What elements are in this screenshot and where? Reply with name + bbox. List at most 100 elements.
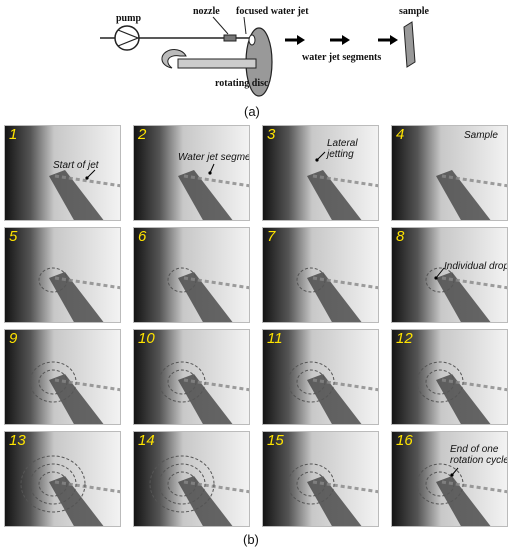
frame-annotation: Lateral jetting <box>327 138 358 160</box>
frame-number: 2 <box>138 126 147 143</box>
annotation-arrow-icon <box>316 151 326 161</box>
pump-label: pump <box>116 13 141 24</box>
splash-ring <box>416 463 464 505</box>
frame-image <box>5 432 120 526</box>
sample-icon <box>403 21 416 68</box>
frame-annotation: Individual drop <box>444 261 508 272</box>
focused-jet-pointer <box>243 16 247 35</box>
frame-image <box>5 228 120 322</box>
frame-number: 11 <box>267 330 283 347</box>
video-frame: 4 Sample <box>391 125 508 221</box>
splash-ring <box>287 463 335 505</box>
frame-image <box>392 330 507 424</box>
splash-ring <box>416 361 464 403</box>
video-frame: 11 <box>262 329 379 425</box>
splash-ring <box>425 267 455 293</box>
splash-ring <box>158 361 206 403</box>
frame-image <box>392 126 507 220</box>
splash-ring <box>296 369 326 395</box>
frame-annotation: Water jet segment <box>178 152 250 163</box>
frame-number: 6 <box>138 228 147 245</box>
frame-image <box>263 330 378 424</box>
axle-icon <box>177 58 257 69</box>
frame-image <box>134 330 249 424</box>
frame-annotation: Start of jet <box>53 160 99 171</box>
frame-annotation: Sample <box>464 130 498 141</box>
splash-ring <box>158 463 206 505</box>
video-frame: 15 <box>262 431 379 527</box>
frame-number: 7 <box>267 228 276 245</box>
frame-image <box>263 126 378 220</box>
caption-a: (a) <box>244 104 260 119</box>
annotation-arrow-icon <box>86 169 96 179</box>
frame-number: 4 <box>396 126 405 143</box>
frame-image <box>5 126 120 220</box>
frame-image <box>263 228 378 322</box>
sample-label: sample <box>399 6 430 17</box>
frame-number: 13 <box>9 432 26 449</box>
frame-image <box>392 228 507 322</box>
splash-ring <box>287 361 335 403</box>
arrow-icon <box>297 35 305 45</box>
splash-ring <box>20 455 86 513</box>
frame-number: 14 <box>138 432 155 449</box>
frame-image <box>134 126 249 220</box>
arrow-icon <box>342 35 350 45</box>
video-frame: 9 <box>4 329 121 425</box>
frame-image <box>5 330 120 424</box>
pump-rotor-icon <box>117 29 140 47</box>
frame-number: 10 <box>138 330 155 347</box>
frame-number: 1 <box>9 126 18 143</box>
rotating-disc-label: rotating disc <box>215 78 269 89</box>
frame-number: 3 <box>267 126 276 143</box>
splash-ring <box>425 369 455 395</box>
frame-number: 5 <box>9 228 18 245</box>
frame-image <box>134 228 249 322</box>
splash-ring <box>29 361 77 403</box>
caption-b: (b) <box>243 532 259 547</box>
annotation-arrow-icon <box>435 267 445 279</box>
frame-image <box>134 432 249 526</box>
video-frame: 14 <box>133 431 250 527</box>
frame-number: 12 <box>396 330 413 347</box>
crank-icon <box>161 49 187 69</box>
video-frame: 6 <box>133 227 250 323</box>
nozzle-label: nozzle <box>193 6 220 17</box>
splash-ring <box>296 267 326 293</box>
frame-image <box>263 432 378 526</box>
arrow-icon <box>390 35 398 45</box>
splash-ring <box>167 369 197 395</box>
splash-ring <box>167 471 197 497</box>
segments-label: water jet segments <box>302 52 381 63</box>
splash-ring <box>167 267 197 293</box>
splash-ring <box>425 471 455 497</box>
annotation-arrow-icon <box>209 163 215 174</box>
nozzle-icon <box>223 34 237 42</box>
splash-ring <box>29 463 77 505</box>
splash-ring <box>296 471 326 497</box>
video-frame: 5 <box>4 227 121 323</box>
splash-ring <box>38 267 68 293</box>
frame-number: 16 <box>396 432 413 449</box>
frame-number: 8 <box>396 228 405 245</box>
video-frame: 12 <box>391 329 508 425</box>
nozzle-pointer <box>212 16 229 35</box>
focused-jet-label: focused water jet <box>236 6 309 17</box>
splash-ring <box>38 471 68 497</box>
splash-ring <box>38 369 68 395</box>
video-frame: 7 <box>262 227 379 323</box>
frame-annotation: End of one rotation cycle <box>450 444 508 466</box>
video-frame: 10 <box>133 329 250 425</box>
frame-number: 15 <box>267 432 284 449</box>
disc-slit-icon <box>248 34 256 46</box>
frame-image <box>392 432 507 526</box>
frame-number: 9 <box>9 330 18 347</box>
video-frame: 13 <box>4 431 121 527</box>
setup-schematic: pump nozzle focused water jet rotating d… <box>100 6 430 97</box>
